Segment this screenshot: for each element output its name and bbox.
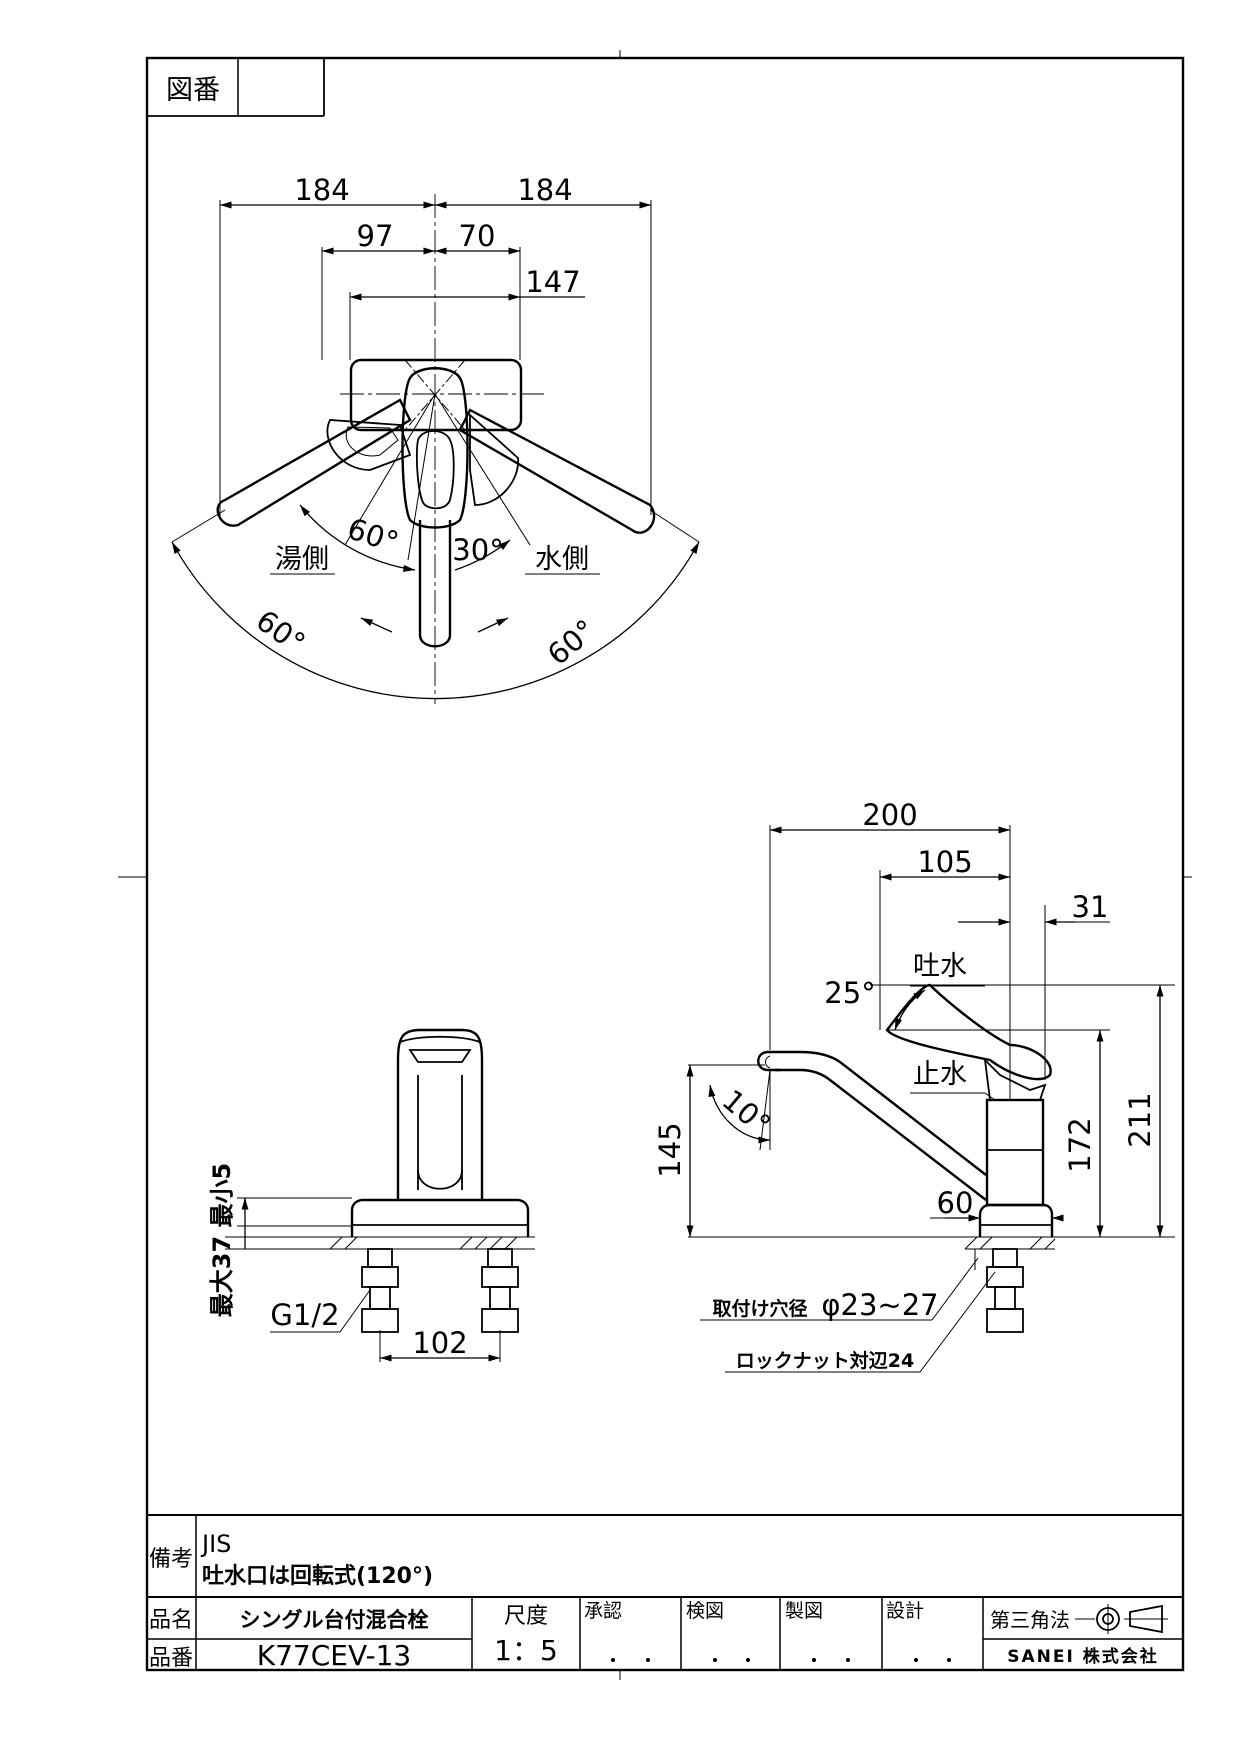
dim-200: 200	[862, 798, 917, 832]
hinban-value: K77CEV-13	[257, 1639, 411, 1672]
max-min-label: 最大37 最小5	[208, 1163, 236, 1317]
stamp-dots	[611, 1658, 951, 1662]
hinban-label: 品番	[149, 1646, 193, 1671]
angle-60-inner: 60°	[343, 511, 402, 559]
dim-97: 97	[357, 219, 394, 253]
bikou-line2: 吐水口は回転式(120°)	[202, 1563, 433, 1589]
side-view: 200 105 31 吐水 止水 25° 10° 145 172 211 60 …	[653, 798, 1175, 1373]
hinmei-label: 品名	[149, 1608, 193, 1633]
scale-label: 尺度	[504, 1604, 548, 1629]
shounin-label: 承認	[584, 1600, 622, 1622]
hinmei-value: シングル台付混合栓	[240, 1608, 429, 1632]
angle-10: 10°	[716, 1083, 777, 1142]
dim-102: 102	[412, 1326, 467, 1360]
stop-label: 止水	[913, 1059, 967, 1090]
dim-31: 31	[1072, 890, 1109, 924]
dim-70: 70	[459, 219, 496, 253]
sekkei-label: 設計	[886, 1600, 924, 1622]
dim-60: 60	[937, 1186, 974, 1220]
dim-184-right: 184	[517, 173, 572, 207]
cold-side-label: 水側	[535, 544, 589, 575]
bikou-line1: JIS	[200, 1530, 231, 1558]
scale-value: 1：5	[494, 1634, 558, 1667]
third-angle-projection-icon	[1075, 1604, 1168, 1634]
seizu-label: 製図	[785, 1600, 823, 1622]
locknut-label: ロックナット対辺24	[736, 1349, 914, 1372]
kenzu-label: 検図	[686, 1600, 724, 1622]
angle-25: 25°	[824, 976, 875, 1010]
spout-label: 吐水	[913, 951, 967, 982]
angle-60-right: 60°	[541, 613, 602, 672]
top-view: 184 184 97 70 147 湯側 水側 60° 30° 60° 60°	[171, 173, 700, 704]
front-view: 最大37 最小5 G1/2 102	[208, 1028, 535, 1362]
thread-label: G1/2	[270, 1298, 339, 1332]
angle-30: 30°	[452, 533, 503, 567]
sheet-frame	[118, 50, 1192, 1680]
mount-hole-dim: φ23~27	[821, 1288, 938, 1322]
bikou-label: 備考	[149, 1547, 193, 1572]
dim-211: 211	[1123, 1092, 1157, 1147]
dim-172: 172	[1063, 1117, 1097, 1172]
hot-side-label: 湯側	[275, 544, 329, 575]
company-label: SANEI 株式会社	[1007, 1646, 1158, 1667]
drawing-number-box: 図番	[147, 58, 325, 117]
title-block: 備考 JIS 吐水口は回転式(120°) 品名 シングル台付混合栓 品番 K77…	[147, 1514, 1183, 1672]
dim-184-left: 184	[294, 173, 349, 207]
dim-145: 145	[653, 1122, 687, 1177]
dim-147: 147	[525, 265, 580, 299]
angle-60-left: 60°	[250, 603, 312, 660]
mount-hole-label: 取付け穴径	[712, 1297, 807, 1320]
projection-label: 第三角法	[990, 1608, 1070, 1632]
dim-105: 105	[917, 845, 972, 879]
zuban-label: 図番	[166, 75, 220, 106]
